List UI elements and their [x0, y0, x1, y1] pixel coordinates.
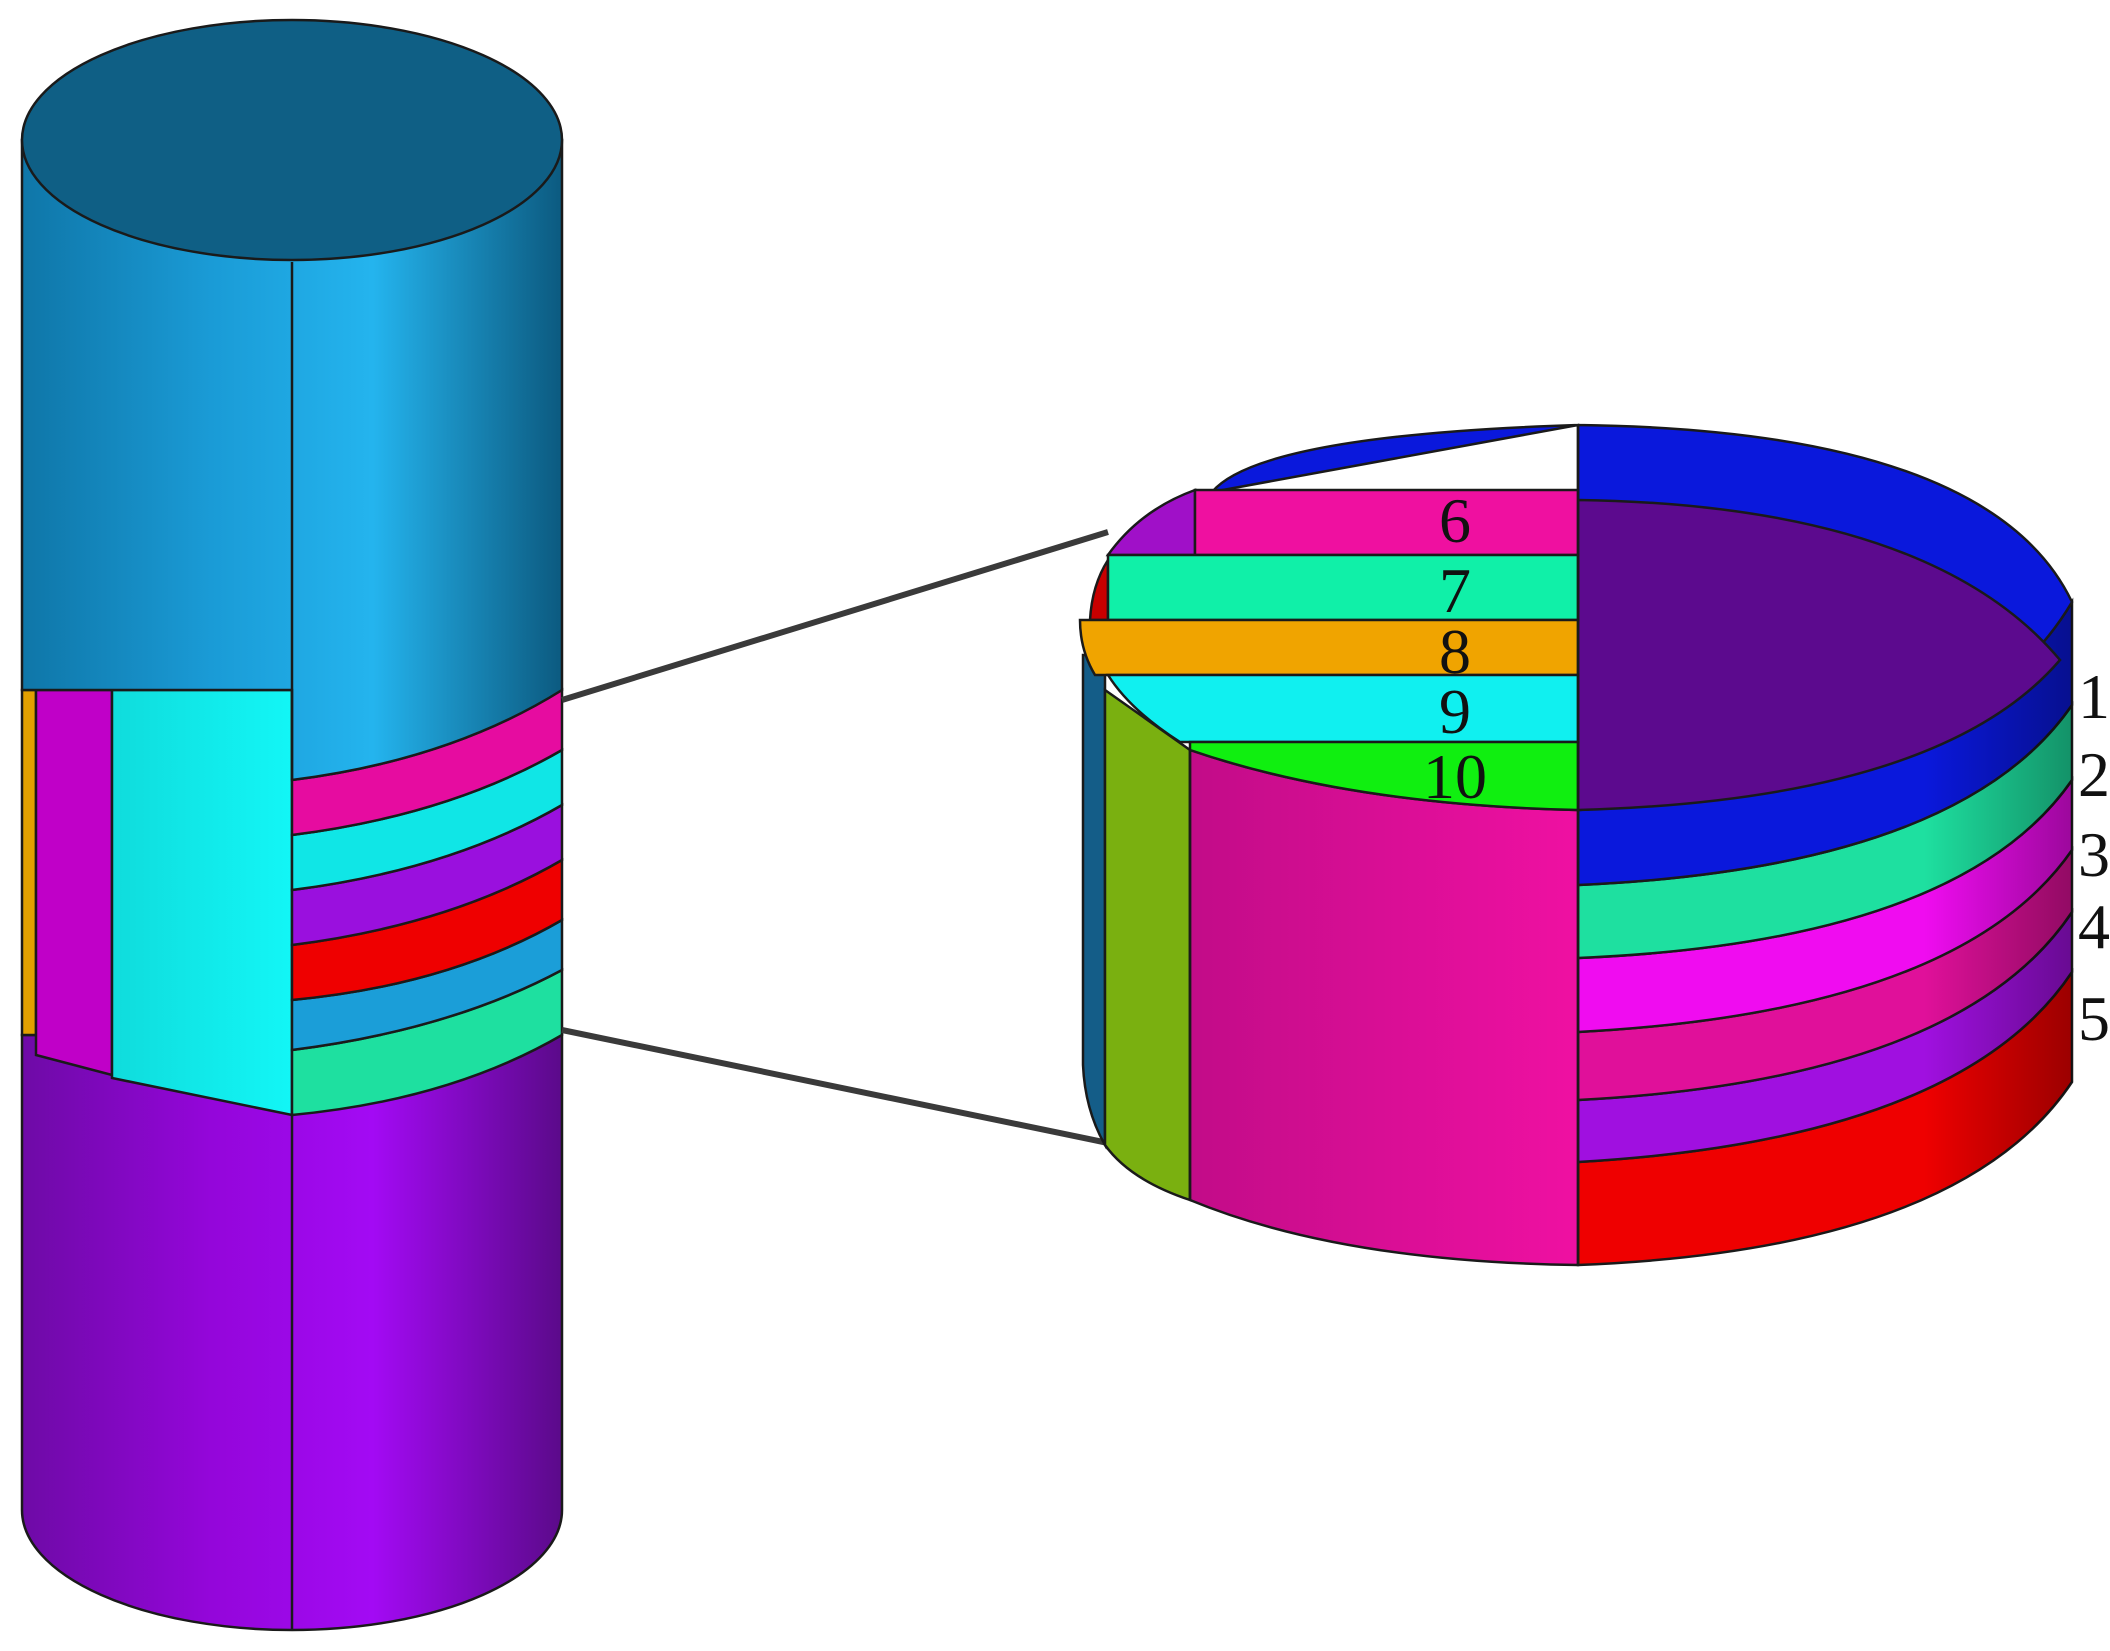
layer-label-8: 8	[1439, 616, 1471, 687]
detail-disk	[1078, 423, 2074, 1267]
cut-face-cyan	[110, 688, 294, 1117]
layer-bar-7	[1106, 553, 1580, 622]
column-cylinder	[20, 18, 564, 1632]
callout-line-top	[561, 529, 1109, 703]
column-top-cap	[20, 18, 564, 262]
detail-inner-top	[1576, 498, 2062, 812]
layer-bar-9	[1105, 673, 1580, 744]
detail-right-wall	[1576, 597, 2074, 1267]
layer-label-10: 10	[1423, 741, 1487, 812]
column-cut-section	[20, 688, 294, 1117]
layer-label-3: 3	[2078, 819, 2110, 890]
layer-label-4: 4	[2078, 891, 2110, 962]
layer-label-2: 2	[2078, 739, 2110, 810]
layer-label-6: 6	[1439, 485, 1471, 556]
detail-sliver-purple	[1105, 488, 1197, 557]
layer-label-5: 5	[2078, 983, 2110, 1054]
layer-bar-8	[1078, 618, 1580, 677]
callout-line-bottom	[561, 1027, 1109, 1146]
layer-label-7: 7	[1439, 555, 1471, 626]
detail-front-magenta-wall	[1188, 748, 1580, 1267]
callout-lines	[561, 529, 1109, 1146]
cut-strip-magenta	[34, 688, 114, 1077]
layer-labels: 1 2 3 4 5 6 7 8 9 10	[1423, 485, 2110, 1054]
detail-left-green-wall	[1103, 687, 1192, 1202]
layer-label-1: 1	[2078, 661, 2110, 732]
layer-bar-10	[1188, 740, 1580, 812]
cut-strip-orange	[20, 688, 38, 1037]
layer-bar-6	[1193, 488, 1580, 557]
layer-label-9: 9	[1439, 676, 1471, 747]
detail-wall-shade	[1578, 602, 2072, 1265]
detail-left-outer-wall	[1081, 653, 1107, 1150]
detail-sliver-red	[1088, 555, 1110, 622]
